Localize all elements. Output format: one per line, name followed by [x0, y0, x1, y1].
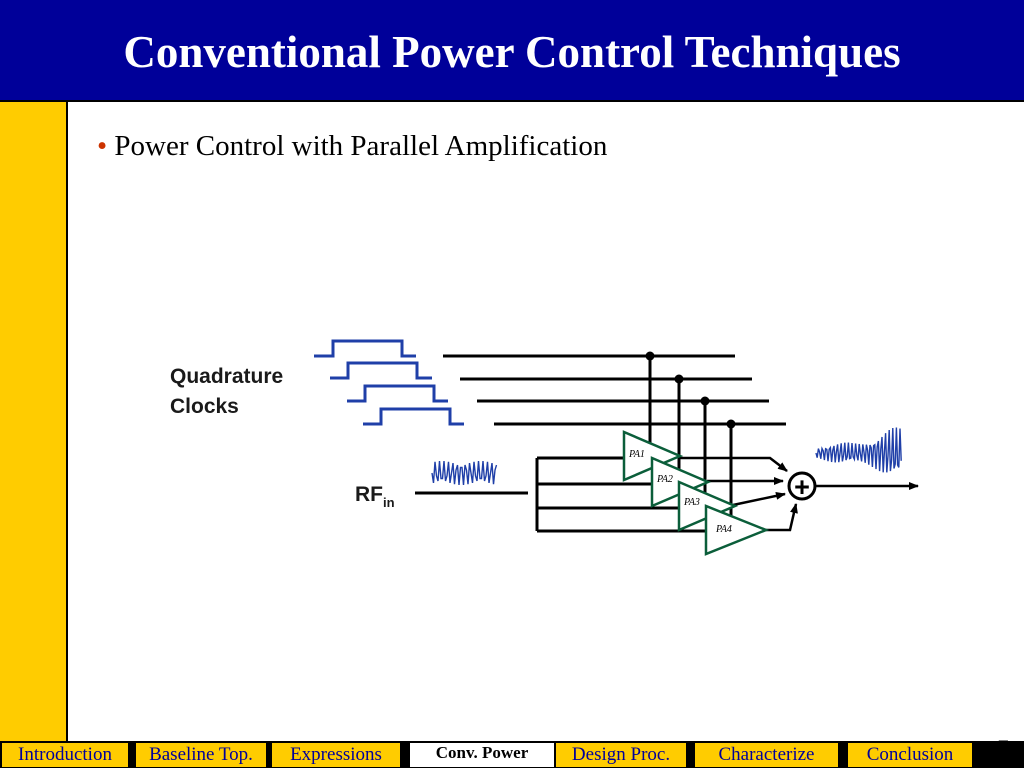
nav-tab-conclusion[interactable]: Conclusion: [848, 743, 972, 767]
bullet-marker: •: [97, 130, 108, 162]
nav-tab-design-proc[interactable]: Design Proc.: [556, 743, 686, 767]
pa3-output-line: [732, 491, 786, 507]
pa4-label: PA4: [715, 524, 732, 535]
clock-waveform-1: [314, 339, 416, 358]
output-combining-lines: [680, 456, 798, 532]
rf-output-waveform: [815, 427, 902, 473]
nav-tab-expressions[interactable]: Expressions: [272, 743, 400, 767]
page-number: 7: [997, 735, 1009, 760]
slide-title: Conventional Power Control Techniques: [123, 27, 901, 77]
nav-tab-conv-power[interactable]: Conv. Power: [410, 743, 554, 767]
power-amplifiers: [622, 430, 770, 556]
junction-dot: [726, 419, 736, 429]
clock-waveform-3: [347, 384, 448, 403]
pa2-label: PA2: [656, 474, 673, 485]
side-bar: [0, 102, 68, 741]
pa1-label: PA1: [628, 449, 645, 460]
rf-input-label: RFin: [355, 483, 395, 510]
pa1-output-line: [680, 456, 788, 472]
junction-dot: [674, 374, 684, 384]
clock-label-line2: Clocks: [170, 395, 239, 418]
pa4-amplifier: [704, 504, 770, 556]
pa4-output-line: [765, 503, 798, 532]
bullet-text: Power Control with Parallel Amplificatio…: [114, 130, 608, 162]
rf-subscript: in: [383, 495, 395, 510]
rf-input-waveform: [431, 461, 498, 485]
clock-waveform-2: [330, 361, 432, 380]
junction-dot: [700, 396, 710, 406]
nav-tab-introduction[interactable]: Introduction: [2, 743, 128, 767]
clock-waveform-4: [363, 407, 464, 426]
clock-lines: [443, 354, 786, 518]
bullet-item: • Power Control with Parallel Amplificat…: [97, 128, 607, 164]
quadrature-clock-waveforms: [314, 339, 464, 426]
amplifier-labels: PA1 PA2 PA3 PA4: [628, 449, 732, 535]
nav-tab-characterize[interactable]: Characterize: [695, 743, 838, 767]
combiner-plus-icon: +: [794, 472, 810, 502]
rf-label: RF: [355, 483, 383, 506]
nav-tab-baseline-top[interactable]: Baseline Top.: [136, 743, 266, 767]
clock-junctions: [645, 351, 736, 429]
title-bar: Conventional Power Control Techniques: [0, 0, 1024, 102]
clock-label-line1: Quadrature: [170, 365, 283, 388]
junction-dot: [645, 351, 655, 361]
pa3-label: PA3: [683, 497, 700, 508]
